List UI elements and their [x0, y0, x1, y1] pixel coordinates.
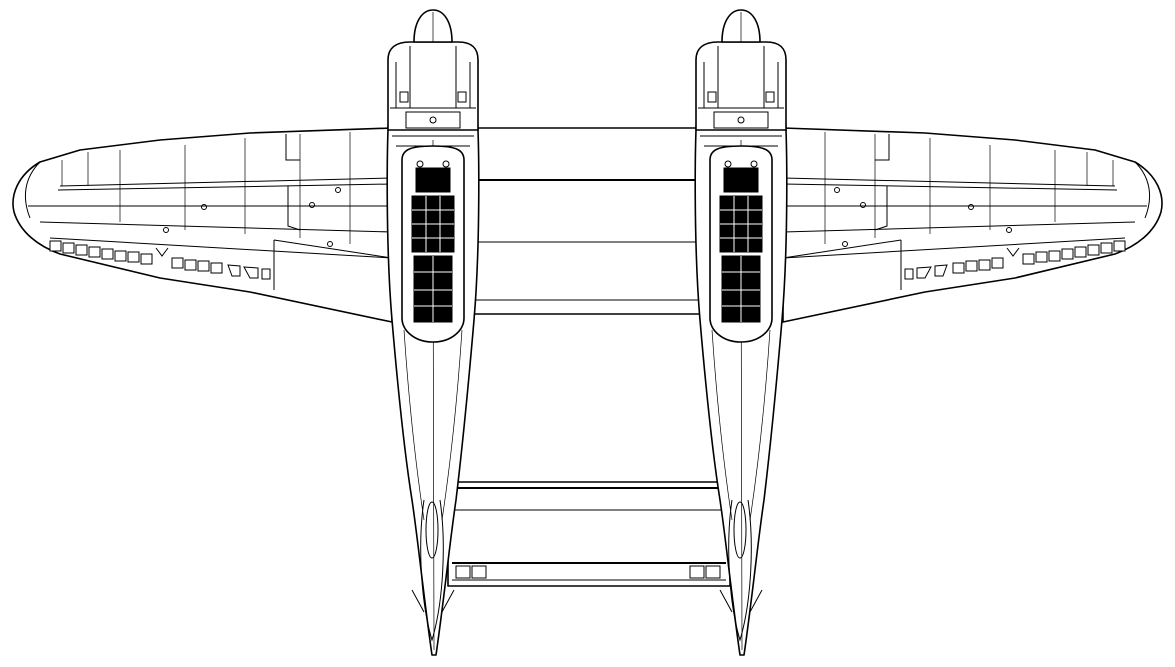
right-wing-vents [905, 241, 1125, 279]
left-wing-vents [50, 241, 270, 279]
right-radiator-grille [710, 146, 772, 342]
right-engine-nacelle [696, 42, 786, 146]
left-tail-fin [412, 500, 454, 640]
right-spinner [722, 10, 760, 42]
right-boom [695, 10, 787, 655]
left-wing [13, 128, 392, 322]
left-engine-nacelle [388, 42, 478, 146]
left-boom [387, 10, 479, 655]
elevator [452, 563, 726, 580]
right-wing [783, 128, 1162, 322]
horizontal-stabilizer [448, 482, 730, 586]
right-tail-fin [720, 500, 762, 640]
left-radiator-grille [402, 146, 464, 342]
center-wing [470, 128, 710, 314]
left-spinner [414, 10, 452, 42]
